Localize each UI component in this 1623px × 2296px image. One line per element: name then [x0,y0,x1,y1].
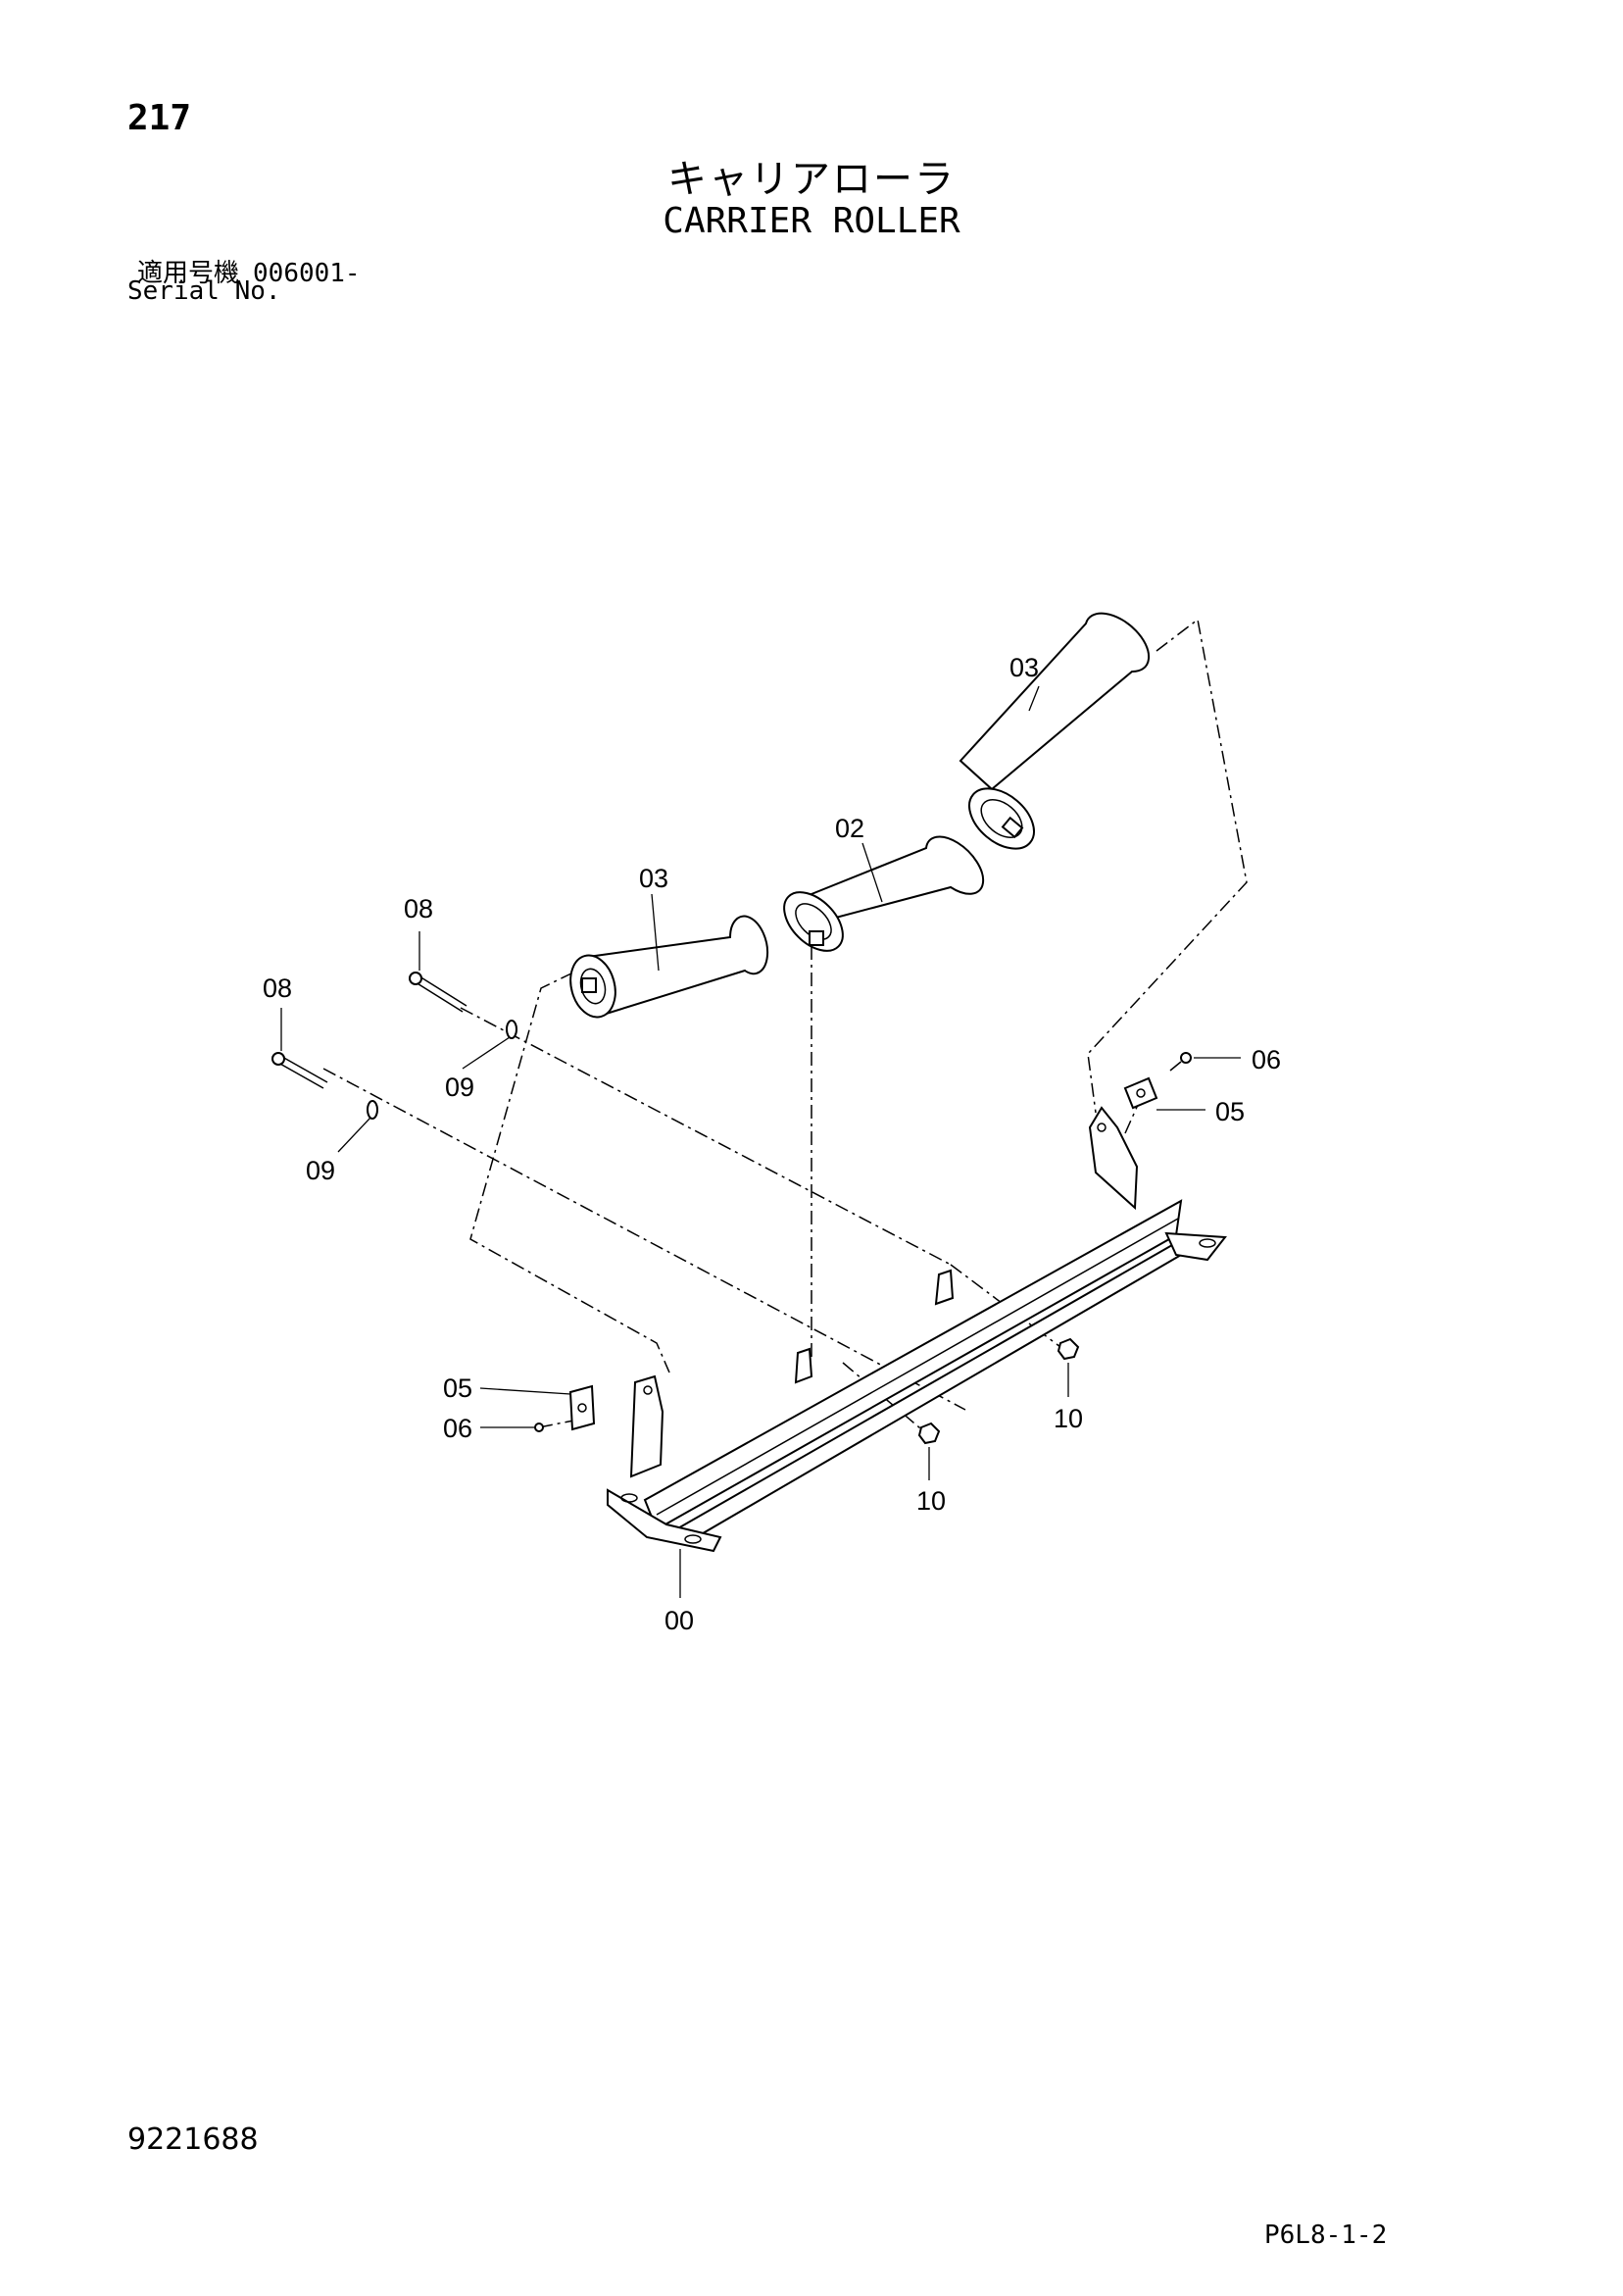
serial-value: 006001- [253,259,361,288]
callout-08-lower: 08 [263,973,292,1003]
roller-02-center [783,835,985,952]
page-code: P6L8-1-2 [1264,2221,1388,2250]
drawing-number: 9221688 [127,2122,259,2157]
washer-09-upper [506,1020,517,1039]
callout-05-left: 05 [443,1373,472,1403]
roller-03-left [569,915,769,1019]
nut-10-right [1057,1337,1080,1361]
leader-lines [280,685,1241,1598]
title-japanese: キャリアローラ [667,157,956,202]
roller-03-right [959,612,1151,850]
washer-09-lower [367,1100,378,1120]
serial-label-english: Serial No. [127,276,281,306]
bracket-05-left [568,1384,596,1431]
callout-09-upper: 09 [445,1073,474,1102]
callout-06-right: 06 [1252,1045,1281,1074]
bracket-05-right [1123,1076,1158,1110]
callout-09-lower: 09 [306,1156,335,1185]
callout-10-right: 10 [1054,1404,1083,1433]
callout-02: 02 [835,814,864,843]
callout-08-upper: 08 [404,894,433,923]
serial-line-japanese: 適用号機 006001- [137,253,361,289]
callout-05-right: 05 [1215,1097,1245,1126]
nut-10-center [917,1422,941,1445]
frame-00 [607,1106,1227,1553]
callout-03-right: 03 [1009,653,1039,682]
assembly-lines [322,618,1248,1434]
callout-00: 00 [664,1606,694,1635]
title-english: CARRIER ROLLER [663,201,960,241]
callout-03-left: 03 [639,864,668,893]
serial-label-ja: 適用号機 [137,259,240,288]
screw-06-right [1169,1052,1192,1072]
bolt-08-lower [271,1052,328,1089]
callout-10-center: 10 [916,1486,946,1516]
callout-06-left: 06 [443,1414,472,1443]
page-number: 217 [127,98,192,138]
screw-06-left [534,1423,544,1432]
bolt-08-upper [409,972,467,1013]
